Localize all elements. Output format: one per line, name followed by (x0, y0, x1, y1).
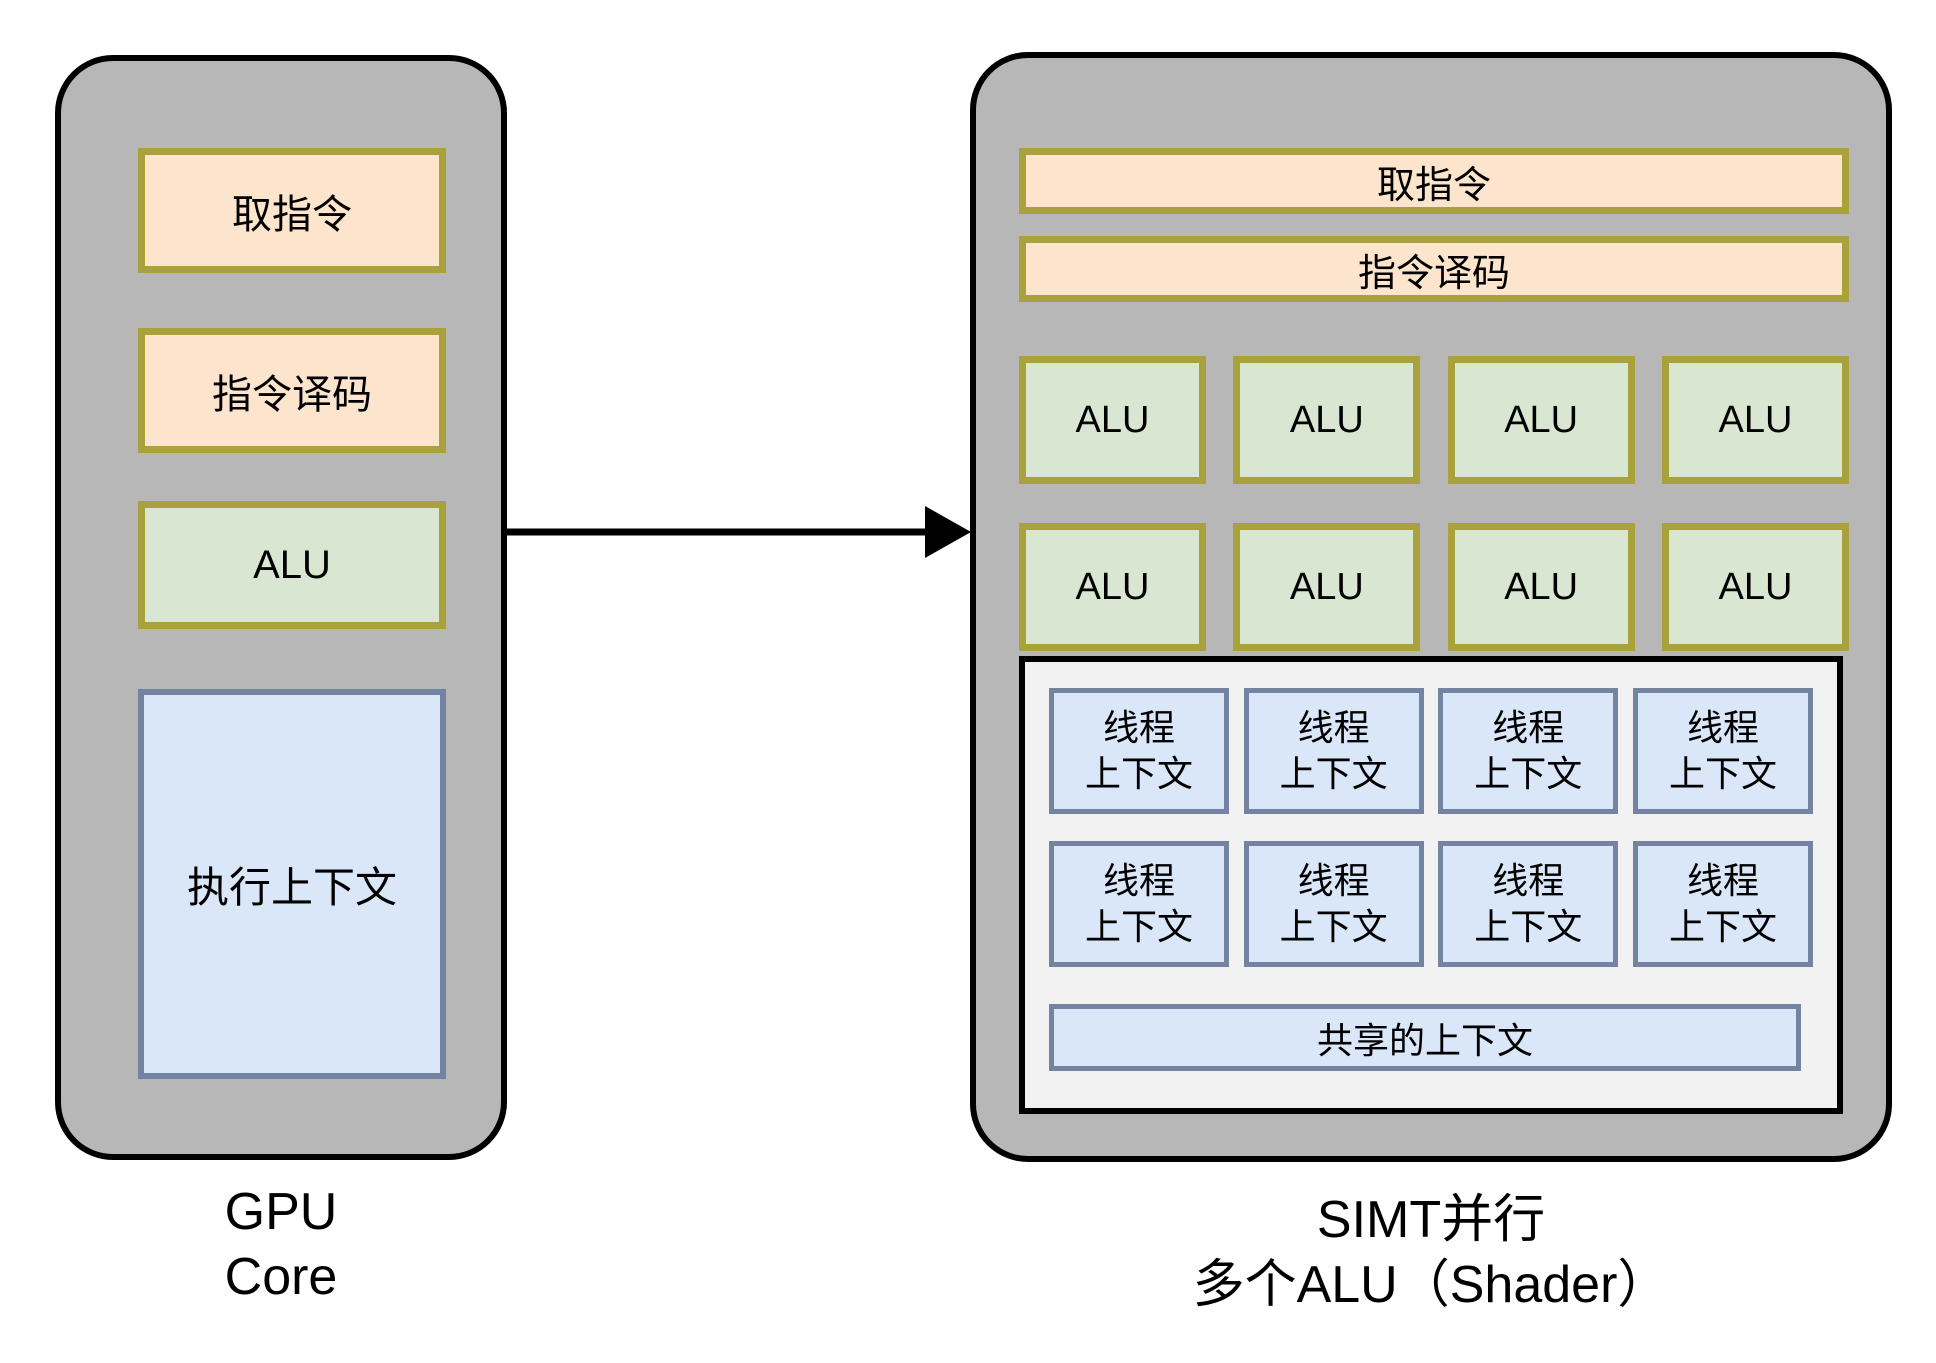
shared-context-box: 共享的上下文 (1049, 1004, 1801, 1071)
thread-context-box: 线程上下文 (1243, 688, 1424, 814)
thread-context-box-line: 上下文 (1474, 906, 1583, 947)
thread-context-box-line: 上下文 (1084, 753, 1193, 794)
thread-context-box: 线程上下文 (1632, 841, 1813, 967)
gpu-core-label-line1: GPU (224, 1183, 338, 1241)
execution-context-box: 执行上下文 (138, 689, 446, 1079)
alu-box-single: ALU (138, 501, 446, 629)
thread-context-box: 线程上下文 (1438, 688, 1619, 814)
thread-context-box: 线程上下文 (1049, 841, 1229, 967)
fetch-instruction-bar: 取指令 (1019, 148, 1849, 214)
thread-context-box: 线程上下文 (1049, 688, 1229, 814)
thread-context-box-line: 线程 (1686, 706, 1759, 748)
thread-context-box: 线程上下文 (1243, 841, 1424, 967)
thread-context-box-line: 线程 (1686, 859, 1759, 901)
thread-context-box-line: 线程 (1492, 706, 1565, 748)
alu-box: ALU (1019, 523, 1206, 651)
thread-context-panel: 线程上下文线程上下文线程上下文线程上下文线程上下文线程上下文线程上下文线程上下文… (1019, 656, 1843, 1114)
thread-context-box: 线程上下文 (1438, 841, 1619, 967)
instruction-decode-bar: 指令译码 (1019, 236, 1849, 302)
thread-context-box-line: 线程 (1102, 706, 1175, 748)
gpu-core-container: 取指令 指令译码 ALU 执行上下文 (55, 55, 507, 1160)
thread-context-box-line: 线程 (1102, 859, 1175, 901)
alu-box: ALU (1447, 356, 1635, 484)
thread-context-box-line: 线程 (1492, 859, 1565, 901)
thread-context-box-line: 线程 (1297, 859, 1370, 901)
alu-box: ALU (1233, 523, 1421, 651)
thread-context-box-line: 上下文 (1084, 906, 1193, 947)
thread-context-box-line: 上下文 (1279, 906, 1388, 947)
thread-context-box-line: 上下文 (1474, 753, 1583, 794)
thread-context-grid: 线程上下文线程上下文线程上下文线程上下文线程上下文线程上下文线程上下文线程上下文 (1049, 688, 1813, 967)
simt-label: SIMT并行 多个ALU（Shader） (970, 1188, 1892, 1318)
simt-label-line1: SIMT并行 (1316, 1191, 1546, 1249)
thread-context-box: 线程上下文 (1632, 688, 1813, 814)
simt-label-line2: 多个ALU（Shader） (1192, 1256, 1670, 1314)
thread-context-box-line: 线程 (1297, 706, 1370, 748)
alu-box: ALU (1447, 523, 1635, 651)
thread-context-box-line: 上下文 (1668, 753, 1777, 794)
thread-context-box-line: 上下文 (1279, 753, 1388, 794)
instruction-decode-box: 指令译码 (138, 328, 446, 453)
alu-box: ALU (1233, 356, 1421, 484)
gpu-core-label-line2: Core (224, 1248, 338, 1306)
thread-context-box-line: 上下文 (1668, 906, 1777, 947)
alu-box: ALU (1661, 356, 1849, 484)
fetch-instruction-box: 取指令 (138, 148, 446, 273)
transform-arrow-icon (507, 506, 971, 558)
alu-box: ALU (1019, 356, 1206, 484)
gpu-core-label: GPU Core (55, 1180, 507, 1310)
alu-box: ALU (1661, 523, 1849, 651)
